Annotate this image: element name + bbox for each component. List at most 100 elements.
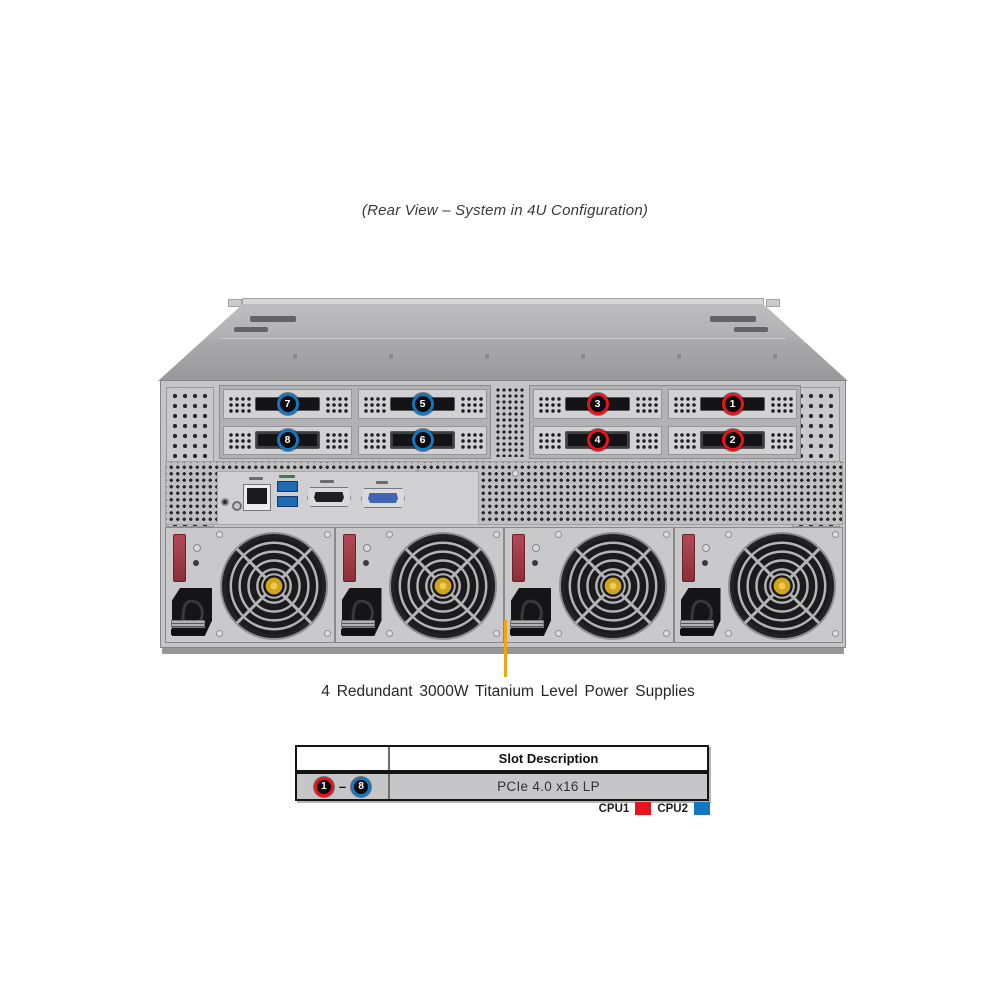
chassis-bottom-rail <box>162 648 844 654</box>
screw <box>555 630 562 637</box>
table-header-row: Slot Description <box>295 745 709 770</box>
card-vent-holes <box>324 431 348 450</box>
server-chassis-rear-view: 7 5 8 6 <box>158 298 848 656</box>
card-vent-holes <box>362 394 386 413</box>
psu-fan <box>218 531 329 641</box>
card-vent-holes <box>459 394 483 413</box>
psu-label <box>340 620 375 637</box>
psu-release-handle <box>512 534 525 582</box>
screw <box>832 531 839 538</box>
pcie-riser-left: 7 5 8 6 <box>219 385 491 459</box>
io-panel <box>217 471 479 525</box>
ethernet-port-opening <box>247 488 267 504</box>
pcie-slot-card-7: 7 <box>223 389 352 419</box>
screw <box>512 470 519 477</box>
power-supply-unit-1 <box>165 527 335 643</box>
rear-panel: 7 5 8 6 <box>160 380 846 648</box>
callout-line <box>504 620 507 677</box>
slot-description-table: Slot Description 1 – 8 PCIe 4.0 x16 LP <box>295 745 709 801</box>
psu-fan <box>557 531 668 641</box>
chassis-top-cover <box>158 304 848 381</box>
lid-seam <box>220 338 786 339</box>
psu-label <box>510 620 544 637</box>
slot-number-badge: 8 <box>276 429 299 452</box>
psu-ac-inlet <box>341 588 382 636</box>
page-title: (Rear View – System in 4U Configuration) <box>361 202 649 219</box>
power-supply-unit-4 <box>673 527 843 643</box>
usb-port-top <box>277 481 298 492</box>
vga-port <box>361 488 405 508</box>
port-label <box>249 477 263 480</box>
table-header-separator <box>295 770 709 774</box>
legend-label-cpu1: CPU1 <box>598 802 630 815</box>
psu-ac-inlet <box>172 588 212 636</box>
card-vent-holes <box>227 431 251 450</box>
psu-release-handle <box>681 534 695 582</box>
card-vent-holes <box>537 431 561 450</box>
slot-number-badge: 4 <box>586 429 609 452</box>
slot-number-badge: 1 <box>313 776 334 797</box>
psu-led <box>362 544 371 552</box>
psu-ac-inlet <box>511 588 551 636</box>
card-vent-holes <box>459 431 483 450</box>
chassis-lid-tab <box>766 299 780 307</box>
screw <box>724 630 732 637</box>
psu-led <box>193 560 199 566</box>
reset-button <box>232 501 242 511</box>
screw <box>385 531 393 538</box>
lid-handle-recess <box>250 316 296 322</box>
slot-number-badge: 8 <box>351 776 372 797</box>
screw <box>493 630 500 637</box>
card-vent-holes <box>537 394 561 413</box>
table-data-row: 1 – 8 PCIe 4.0 x16 LP <box>295 774 709 801</box>
center-vent-strip <box>495 387 525 457</box>
psu-release-handle <box>173 534 186 582</box>
screw <box>662 630 670 637</box>
psu-caption: 4 Redundant 3000W Titanium Level Power S… <box>321 683 695 700</box>
psu-label <box>171 620 205 637</box>
screw <box>216 630 223 637</box>
slot-number-badge: 2 <box>721 429 744 452</box>
range-dash: – <box>338 779 347 794</box>
psu-led <box>193 544 201 552</box>
pcie-slot-card-2: 2 <box>668 425 797 455</box>
psu-led <box>532 560 538 566</box>
cpu1-color-swatch <box>635 802 652 815</box>
screw <box>832 630 839 637</box>
screw <box>493 531 500 538</box>
slot-number-badge: 7 <box>276 392 299 415</box>
card-vent-holes <box>227 394 251 413</box>
usb-ports <box>277 481 298 510</box>
cpu-legend: CPU1 CPU2 <box>599 802 710 815</box>
psu-led <box>701 560 708 566</box>
pcie-slot-card-8: 8 <box>223 425 352 455</box>
screw <box>216 531 223 538</box>
usb-port-bottom <box>277 496 298 507</box>
pcie-slot-card-6: 6 <box>358 425 487 455</box>
port-label <box>376 481 388 484</box>
card-vent-holes <box>672 431 696 450</box>
screw <box>323 630 331 637</box>
lid-handle-recess <box>710 316 756 322</box>
power-button <box>221 498 229 506</box>
table-header-description-cell: Slot Description <box>498 751 599 766</box>
slot-number-badge: 6 <box>411 429 434 452</box>
psu-led <box>532 544 540 552</box>
table-header-slot-cell <box>297 747 390 770</box>
slot-range-cell: 1 – 8 <box>297 774 390 799</box>
lid-vent-ticks <box>213 354 793 359</box>
psu-release-handle <box>342 534 356 582</box>
psu-led <box>362 560 369 566</box>
card-vent-holes <box>362 431 386 450</box>
psu-ac-inlet <box>680 588 721 636</box>
slot-number-badge: 1 <box>721 392 744 415</box>
psu-fan <box>727 531 837 641</box>
vga-port-opening <box>368 493 398 503</box>
slot-number-badge: 3 <box>586 392 609 415</box>
pcie-slot-card-5: 5 <box>358 389 487 419</box>
card-vent-holes <box>769 394 793 413</box>
screw <box>724 531 732 538</box>
screw <box>385 630 393 637</box>
screw <box>662 531 670 538</box>
